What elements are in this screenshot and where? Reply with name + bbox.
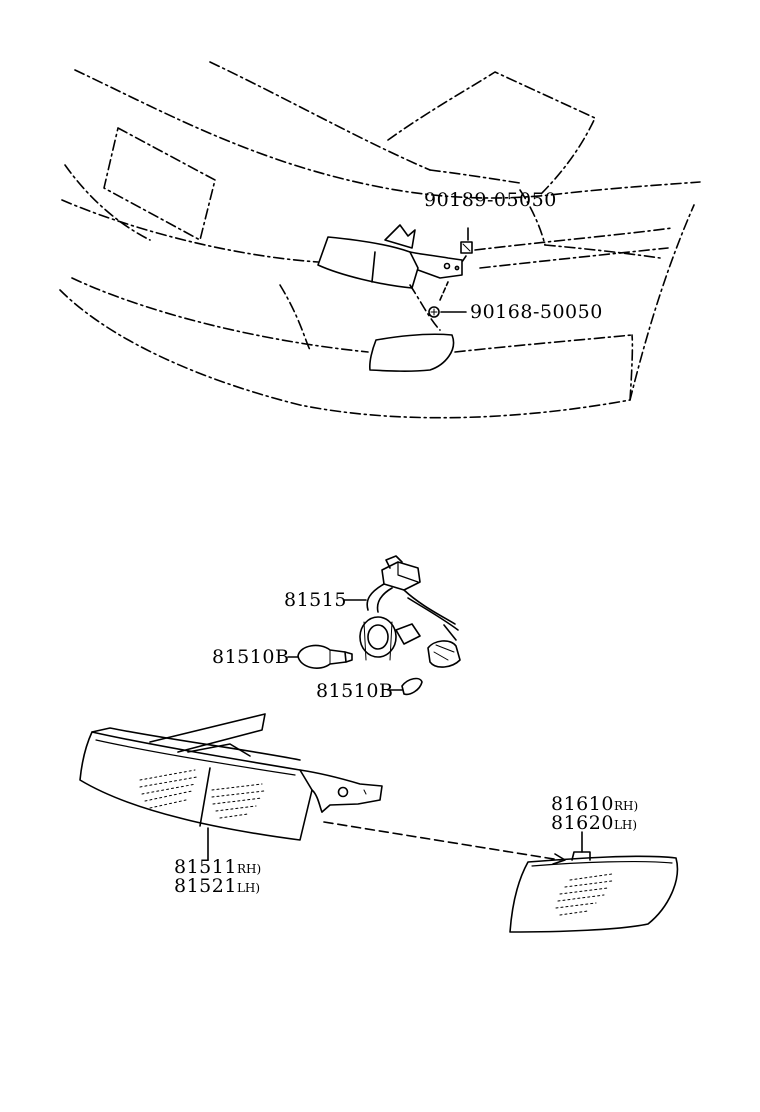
socket-and-wire-icon [359,555,461,668]
lamp-lh-part-number: 81521 [174,875,237,897]
socket-wire-part-number: 81515 [284,589,347,611]
screw-icon [428,306,440,318]
license-plate-outline [103,127,216,241]
side-rh-part-number: 81610 [551,793,614,815]
nut-icon [460,241,473,254]
bulb-small-part-number: 81510B [316,680,394,702]
wedge-bulb-icon [401,677,423,696]
side-rh-label: 81610RH) [551,795,638,814]
turn-signal-lamp-installed [317,224,463,289]
lamp-rh-label: 81511RH) [174,858,261,877]
lamp-lh-suffix: LH) [236,881,261,895]
vehicle-body-outline [59,61,701,419]
side-marker-lamp-icon [509,851,679,933]
lamp-rh-part-number: 81511 [174,856,237,878]
nut-dash-line [461,255,467,263]
mount-dash-line [323,821,561,861]
side-lh-part-number: 81620 [551,812,614,834]
nut-part-number: 90189-05050 [424,189,557,211]
lamp-lh-label: 81521LH) [174,877,260,896]
side-lh-suffix: LH) [613,818,638,832]
side-lh-label: 81620LH) [551,814,637,833]
screw-part-number: 90168-50050 [470,301,603,323]
bulb-icon [297,644,353,669]
screw-dash-line [439,281,449,301]
side-marker-lens-installed [369,333,455,372]
front-turn-lamp-icon [79,713,383,841]
side-rh-suffix: RH) [613,799,639,813]
lamp-rh-suffix: RH) [236,862,262,876]
bulb-main-part-number: 81510B [212,646,290,668]
